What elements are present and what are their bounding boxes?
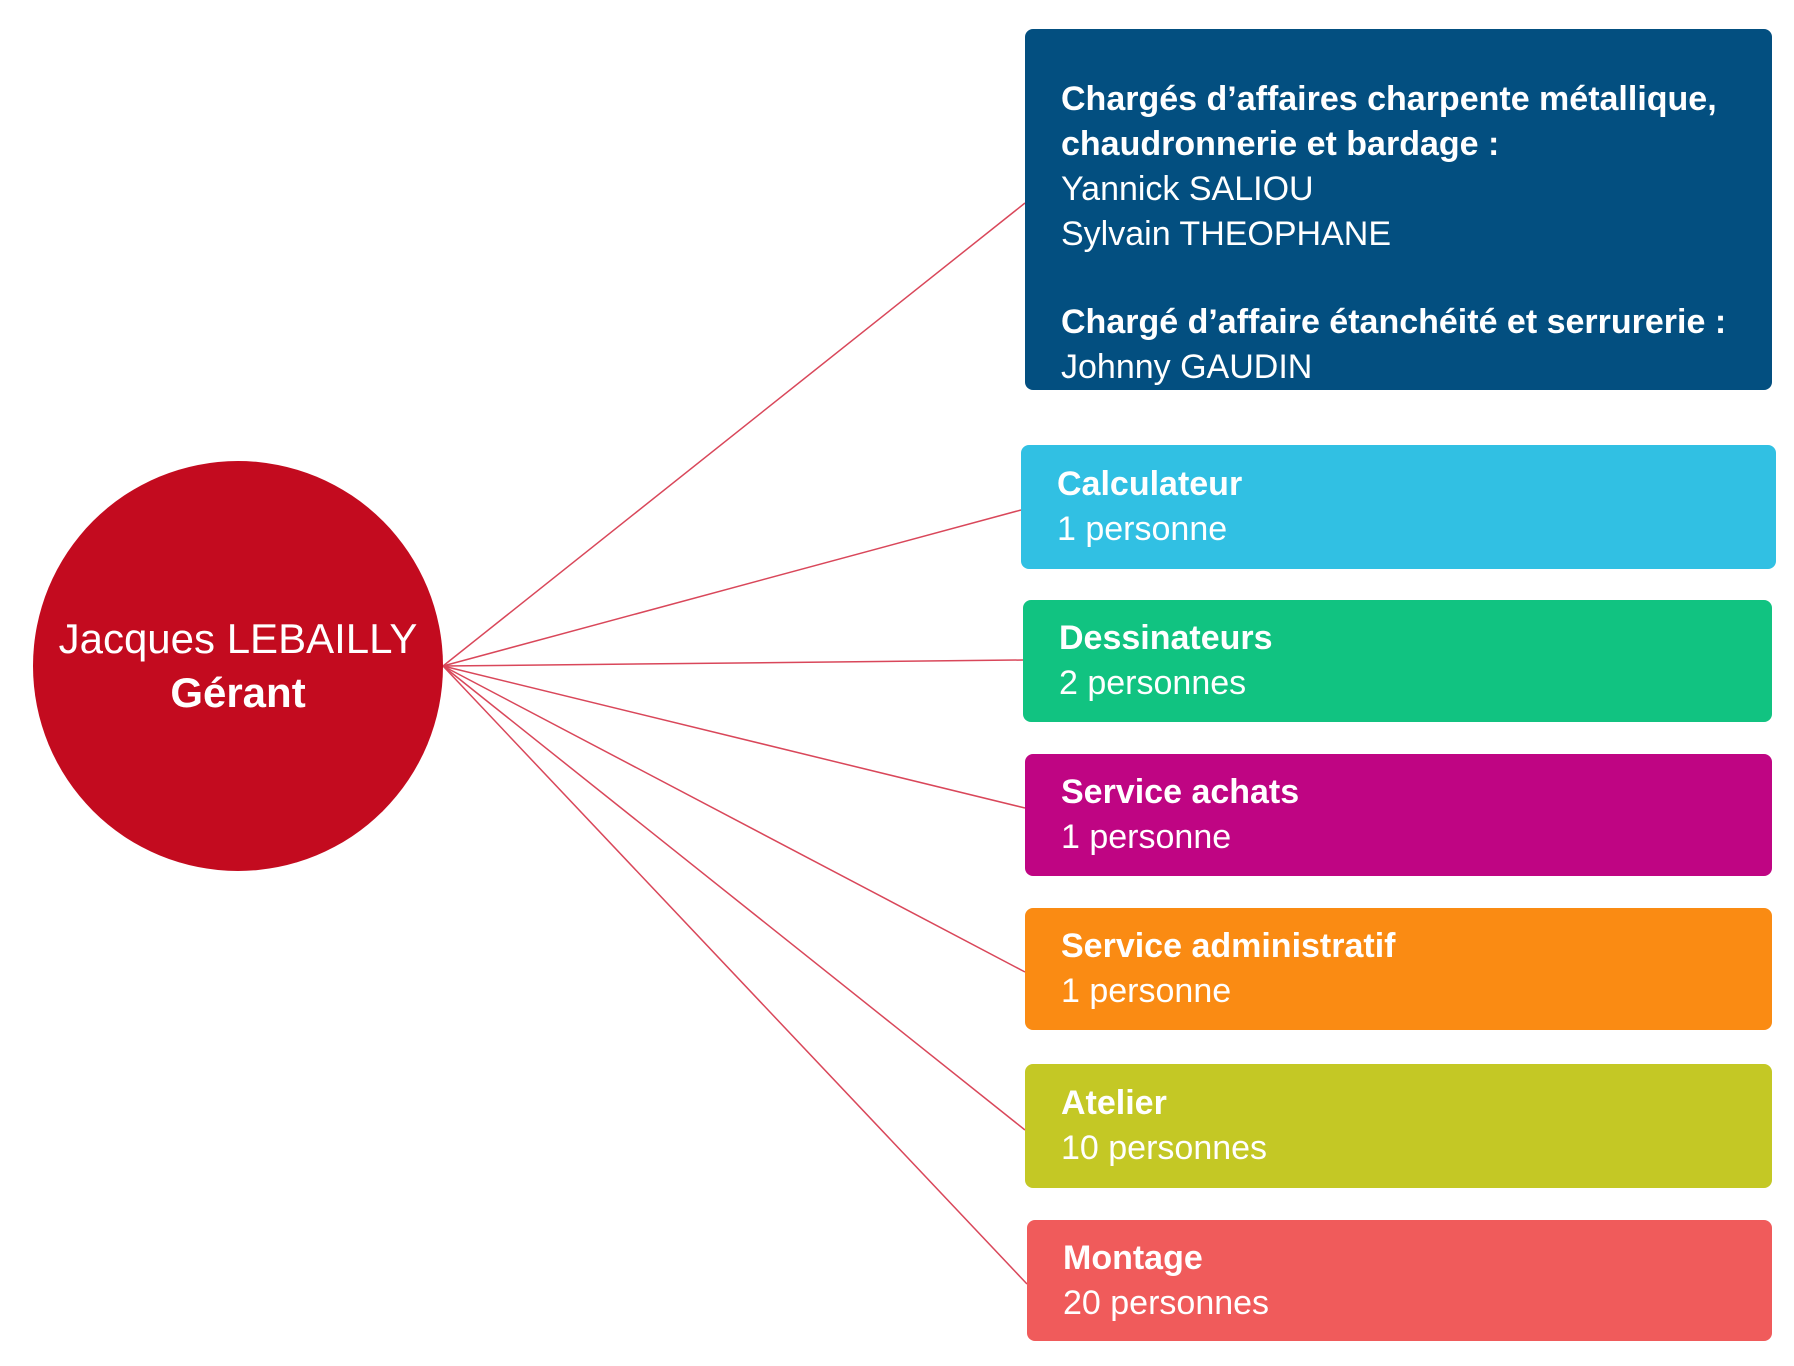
connector-atelier [442, 665, 1026, 1131]
connector-montage [442, 665, 1028, 1285]
group-calculateur-count: 1 personne [1057, 510, 1228, 548]
group-calculateur-title: Calculateur [1057, 465, 1243, 503]
group-service-achats-title: Service achats [1061, 773, 1300, 811]
group-dessinateurs: Dessinateurs 2 personnes [1023, 600, 1772, 722]
group-service-administratif-count: 1 personne [1061, 972, 1232, 1010]
group-montage-count: 20 personnes [1063, 1283, 1270, 1322]
group-charges-person-3: Johnny GAUDIN [1061, 348, 1313, 386]
connector-admin [442, 665, 1026, 973]
group-dessinateurs-title: Dessinateurs [1059, 619, 1273, 657]
group-charges-title-2: chaudronnerie et bardage : [1061, 125, 1500, 163]
group-charges-person-2: Sylvain THEOPHANE [1061, 215, 1392, 253]
group-calculateur: Calculateur 1 personne [1021, 445, 1776, 569]
group-montage: Montage 20 personnes [1027, 1220, 1772, 1341]
group-atelier-title: Atelier [1061, 1084, 1167, 1122]
connector-calc [442, 509, 1022, 667]
manager-name: Jacques LEBAILLY [58, 615, 418, 662]
group-charges-affaires: Chargés d’affaires charpente métallique,… [1025, 29, 1772, 390]
group-montage-title: Montage [1063, 1238, 1203, 1277]
manager-node: Jacques LEBAILLY Gérant [33, 461, 443, 871]
group-charges-title-3: Chargé d’affaire étanchéité et serrureri… [1061, 303, 1727, 341]
manager-role: Gérant [170, 669, 306, 716]
group-charges-title-1: Chargés d’affaires charpente métallique, [1061, 80, 1717, 118]
group-atelier-count: 10 personnes [1061, 1129, 1268, 1167]
group-dessinateurs-count: 2 personnes [1059, 664, 1247, 702]
group-service-achats: Service achats 1 personne [1025, 754, 1772, 876]
connector-charges [442, 202, 1026, 667]
group-service-administratif: Service administratif 1 personne [1025, 908, 1772, 1030]
group-charges-spacer [1061, 257, 1772, 300]
group-atelier: Atelier 10 personnes [1025, 1064, 1772, 1188]
connector-achats [442, 665, 1026, 809]
connector-dess [442, 659, 1024, 667]
group-charges-person-1: Yannick SALIOU [1061, 170, 1314, 208]
group-service-administratif-title: Service administratif [1061, 927, 1396, 965]
group-service-achats-count: 1 personne [1061, 818, 1232, 856]
